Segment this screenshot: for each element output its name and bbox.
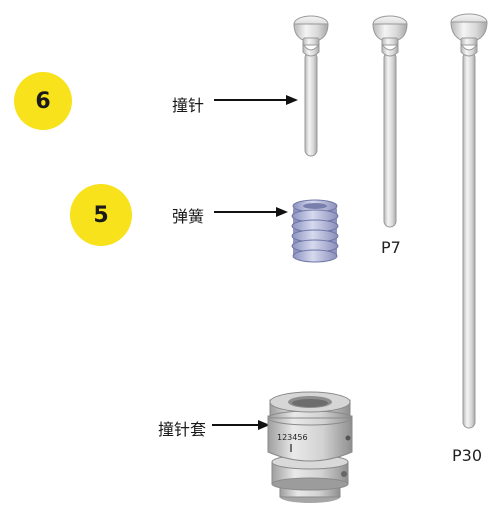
step-6-number: 6 (35, 88, 51, 114)
striker-sleeve-label: 撞针套 (158, 420, 207, 439)
striker-sleeve: 123456 (267, 391, 353, 503)
step-5-number: 5 (93, 202, 109, 228)
p30-caption: P30 (452, 446, 483, 465)
striker-pin-p7 (372, 15, 408, 228)
p7-caption: P7 (381, 238, 401, 257)
step-5-badge: 5 (70, 184, 132, 246)
striker-label: 撞针 (172, 96, 205, 115)
step-6-badge: 6 (14, 72, 72, 130)
striker-pin-short (293, 15, 329, 157)
sleeve-arrow (212, 420, 270, 430)
striker-arrow (214, 95, 298, 105)
spring-arrow (214, 207, 288, 217)
striker-pin-p30 (450, 13, 488, 429)
spring-label: 弹簧 (172, 207, 205, 226)
sleeve-engraving: 123456 (277, 433, 308, 442)
spring (291, 199, 339, 263)
